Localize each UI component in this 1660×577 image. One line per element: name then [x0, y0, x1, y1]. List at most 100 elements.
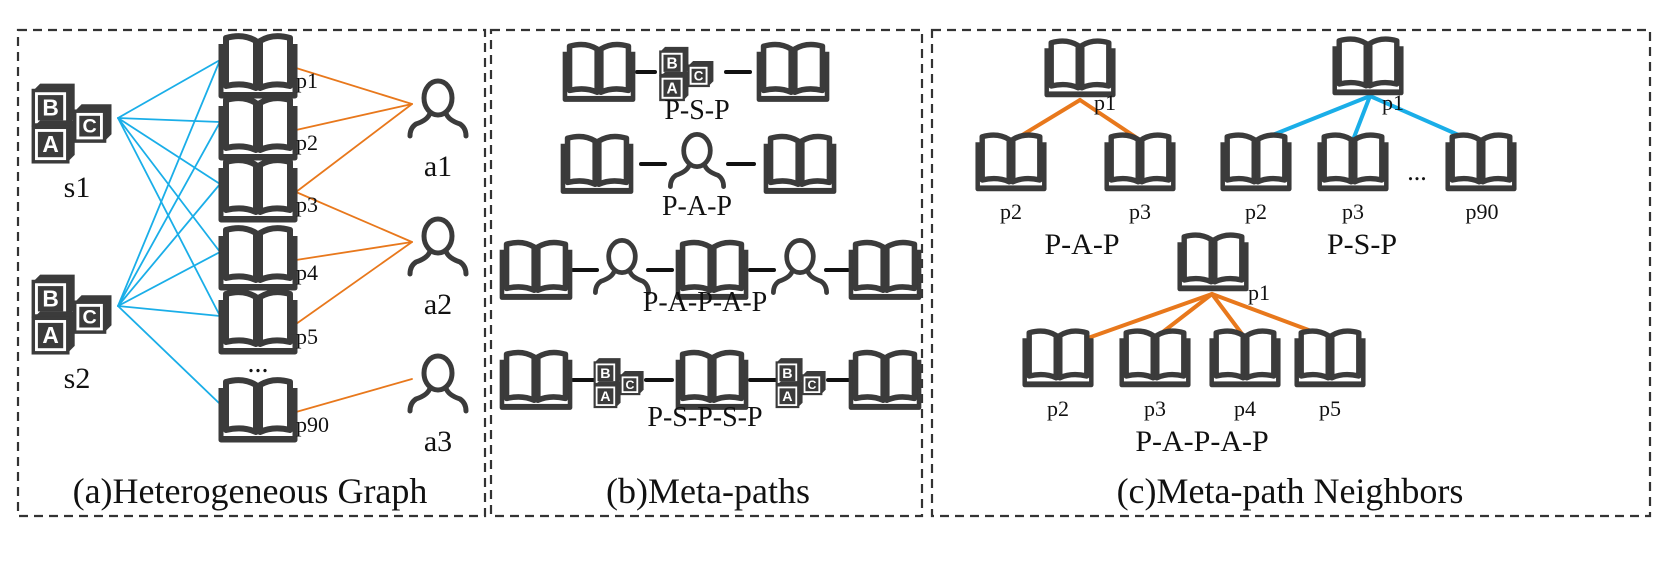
panel-border-b [489, 28, 924, 518]
paper-author-edge [295, 241, 413, 325]
metapath-label-psp: P-S-P [664, 95, 729, 126]
paper-author-edge [295, 378, 413, 413]
neighbor-psp-leaf-label: p90 [1466, 199, 1499, 224]
subject-paper-edge [117, 305, 221, 317]
neighbor-leaf-book-icon [1445, 132, 1517, 192]
svg-text:C: C [83, 307, 97, 329]
panel-caption-b: (b)Meta-paths [606, 471, 810, 511]
metapath-label-pap: P-A-P [662, 191, 732, 222]
svg-text:C: C [807, 378, 816, 392]
metapath-label-pspsp: P-S-P-S-P [647, 402, 762, 433]
paper-author-edge [295, 103, 413, 193]
metapath-subject-icon: BAC [659, 46, 714, 102]
subject-paper-edge [117, 117, 221, 317]
metapath-book-icon [562, 41, 636, 102]
neighbor-leaf-book-icon [1119, 328, 1191, 388]
metapath-book-icon [675, 349, 749, 410]
neighbor-leaf-book-icon [1294, 328, 1366, 388]
metapath-book-icon [499, 239, 573, 300]
neighbor-root-book-icon [1332, 36, 1404, 96]
neighbor-psp-leaf-label: p2 [1245, 199, 1267, 224]
neighbor-root-book-icon [1177, 232, 1249, 292]
paper-label-p1: p1 [296, 68, 318, 93]
paper-label-p3: p3 [296, 192, 318, 217]
metapath-person-icon [593, 237, 651, 295]
author-person-icon [407, 216, 469, 277]
neighbor-papap-leaf-label: p4 [1234, 396, 1256, 421]
paper-book-icon [218, 33, 298, 99]
subject-paper-edge [117, 251, 221, 307]
neighbor-edge [1258, 94, 1372, 142]
paper-label-p2: p2 [296, 130, 318, 155]
neighbor-pap-root-label: p1 [1094, 90, 1116, 115]
metapath-subject-icon: BAC [775, 358, 826, 409]
neighbor-edge [1086, 292, 1214, 340]
author-person-icon [407, 353, 469, 414]
panel-caption-c: (c)Meta-path Neighbors [1117, 471, 1464, 511]
panel-border-a [16, 28, 487, 518]
neighbor-leaf-book-icon [1022, 328, 1094, 388]
metapath-book-icon [848, 239, 922, 300]
svg-text:B: B [600, 366, 610, 382]
neighbor-psp-label: P-S-P [1327, 228, 1397, 261]
neighbor-psp-ellipsis: ... [1407, 157, 1427, 186]
subject-paper-edge [117, 305, 221, 405]
paper-book-icon [218, 377, 298, 443]
neighbor-leaf-book-icon [1220, 132, 1292, 192]
svg-text:A: A [666, 80, 677, 97]
svg-text:A: A [600, 389, 610, 405]
neighbor-papap-leaf-label: p5 [1319, 396, 1341, 421]
subject-label-s2: s2 [64, 362, 91, 395]
svg-text:C: C [625, 378, 634, 392]
subject-blocks-icon: BA C [31, 274, 112, 355]
paper-author-edge [295, 241, 413, 261]
svg-text:C: C [694, 68, 704, 83]
paper-label-p5: p5 [296, 324, 318, 349]
neighbor-papap-leaf-label: p2 [1047, 396, 1069, 421]
neighbor-papap-leaf-label: p3 [1144, 396, 1166, 421]
metapath-label-papap: P-A-P-A-P [643, 287, 767, 318]
subject-label-s1: s1 [64, 171, 91, 204]
neighbor-edge [1368, 94, 1472, 142]
metapath-subject-icon: BA C [593, 358, 644, 409]
neighbor-psp-root-label: p1 [1382, 90, 1404, 115]
paper-book-icon [218, 225, 298, 291]
neighbor-leaf-book-icon [1104, 132, 1176, 192]
author-person-icon [407, 78, 469, 139]
svg-text:A: A [42, 131, 58, 157]
subject-paper-edge [117, 121, 221, 307]
paper-author-edge [295, 191, 413, 243]
metapath-person-icon [668, 131, 726, 189]
neighbor-leaf-book-icon [1317, 132, 1389, 192]
paper-label-p4: p4 [296, 260, 318, 285]
subject-paper-edge [117, 59, 221, 119]
metapath-book-icon [763, 133, 837, 194]
svg-text:C: C [83, 116, 97, 138]
paper-book-icon [218, 95, 298, 161]
paper-author-edge [295, 103, 413, 131]
paper-label-p90: p90 [296, 412, 329, 437]
svg-text:B: B [42, 94, 58, 120]
author-label-a1: a1 [424, 150, 452, 183]
svg-text:A: A [42, 322, 58, 348]
metapath-book-icon [499, 349, 573, 410]
panel-border-c [930, 28, 1652, 518]
subject-blocks-icon: BA C [31, 83, 112, 164]
neighbor-edge [1351, 94, 1372, 142]
subject-paper-edge [117, 183, 221, 307]
neighbor-psp-leaf-label: p3 [1342, 199, 1364, 224]
neighbor-papap-label: P-A-P-A-P [1135, 425, 1268, 458]
neighbor-leaf-book-icon [1209, 328, 1281, 388]
neighbor-papap-root-label: p1 [1248, 280, 1270, 305]
svg-text:A: A [782, 389, 792, 405]
neighbor-leaf-book-icon [975, 132, 1047, 192]
paper-book-icon [218, 289, 298, 355]
metapath-book-icon [560, 133, 634, 194]
svg-text:B: B [42, 285, 58, 311]
neighbor-root-book-icon [1044, 38, 1116, 98]
author-label-a3: a3 [424, 425, 452, 458]
neighbor-pap-leaf-label: p2 [1000, 199, 1022, 224]
metapath-book-icon [848, 349, 922, 410]
subject-paper-edge [117, 59, 221, 307]
